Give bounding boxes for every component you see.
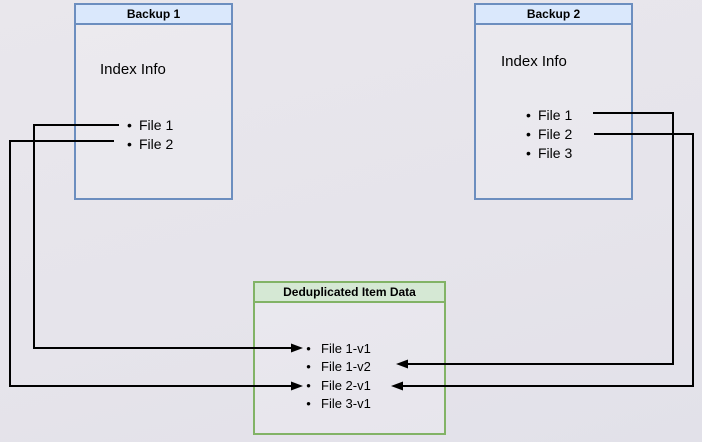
bullet-icon: • <box>127 117 132 133</box>
bullet-icon: • <box>526 107 531 123</box>
file-version-label: File 1-v1 <box>321 340 371 356</box>
backup2-body: Index Info • File 1 • File 2 • File 3 <box>476 25 631 198</box>
list-item: • File 1 <box>120 116 173 135</box>
file-label: File 2 <box>139 136 174 152</box>
file-label: File 1 <box>538 107 573 123</box>
dedup-file-list: • File 1-v1 • File 1-v2 • File 2-v1 • Fi… <box>299 339 371 413</box>
backup1-index-info-label: Index Info <box>100 61 166 78</box>
bullet-icon: • <box>306 377 311 393</box>
dedup-body: • File 1-v1 • File 1-v2 • File 2-v1 • Fi… <box>255 303 444 433</box>
dedup-title: Deduplicated Item Data <box>255 283 444 303</box>
file-label: File 2 <box>538 126 573 142</box>
file-version-label: File 2-v1 <box>321 377 371 393</box>
list-item: • File 1-v1 <box>299 339 371 358</box>
list-item: • File 2 <box>519 125 572 144</box>
backup2-index-info-label: Index Info <box>501 53 567 70</box>
list-item: • File 1 <box>519 106 572 125</box>
list-item: • File 1-v2 <box>299 357 371 376</box>
backup1-box: Backup 1 Index Info • File 1 • File 2 <box>74 3 233 200</box>
bullet-icon: • <box>306 340 311 356</box>
bullet-icon: • <box>127 136 132 152</box>
list-item: • File 2-v1 <box>299 376 371 395</box>
backup1-title: Backup 1 <box>76 5 231 25</box>
backup2-file-list: • File 1 • File 2 • File 3 <box>519 106 572 163</box>
backup2-box: Backup 2 Index Info • File 1 • File 2 • … <box>474 3 633 200</box>
list-item: • File 3-v1 <box>299 394 371 413</box>
dedup-box: Deduplicated Item Data • File 1-v1 • Fil… <box>253 281 446 435</box>
backup2-title: Backup 2 <box>476 5 631 25</box>
bullet-icon: • <box>526 145 531 161</box>
bullet-icon: • <box>306 396 311 411</box>
bullet-icon: • <box>526 126 531 142</box>
backup1-file-list: • File 1 • File 2 <box>120 116 173 154</box>
backup1-body: Index Info • File 1 • File 2 <box>76 25 231 198</box>
file-version-label: File 3-v1 <box>321 396 371 411</box>
file-version-label: File 1-v2 <box>321 359 371 374</box>
file-label: File 1 <box>139 117 174 133</box>
bullet-icon: • <box>306 359 311 374</box>
file-label: File 3 <box>538 145 573 161</box>
list-item: • File 3 <box>519 144 572 163</box>
list-item: • File 2 <box>120 135 173 154</box>
